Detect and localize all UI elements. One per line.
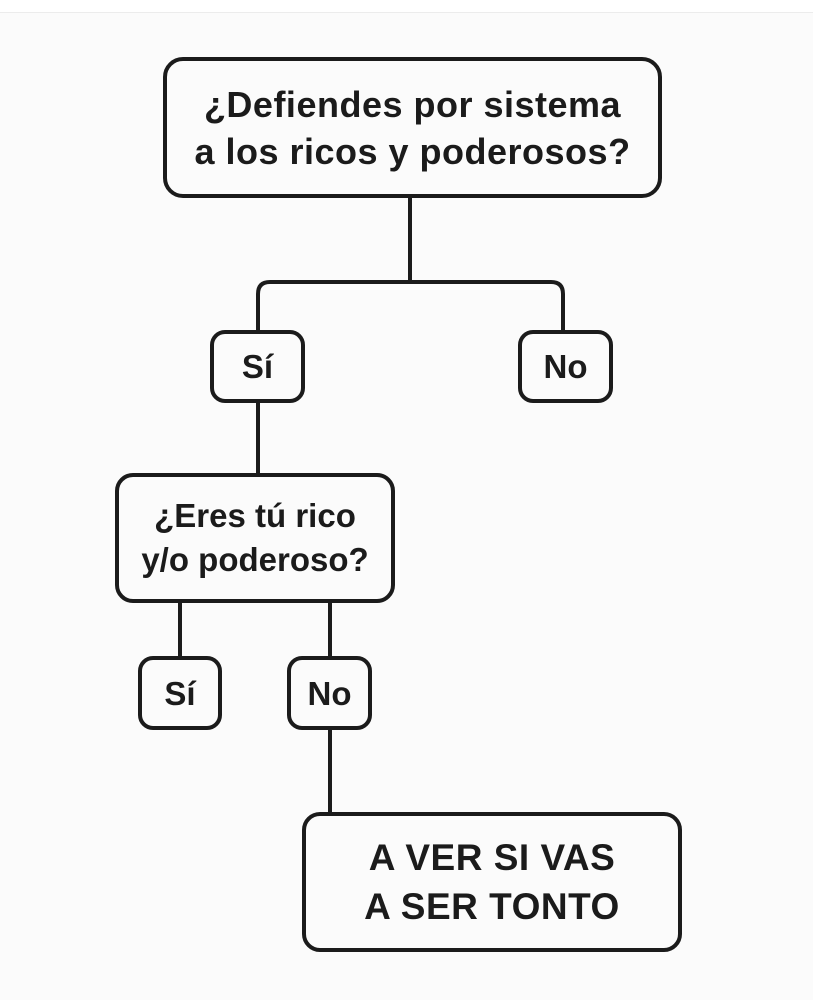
answer-second-yes-label: Sí [164, 674, 196, 712]
question-second-line2: y/o poderoso? [141, 541, 369, 578]
question-second-line1: ¿Eres tú rico [154, 497, 356, 534]
answer-root-no: No [518, 330, 613, 403]
answer-second-no-label: No [307, 674, 352, 712]
connector-root-branch [256, 280, 565, 332]
answer-second-yes: Sí [138, 656, 222, 730]
result-box: A VER SI VAS A SER TONTO [302, 812, 682, 952]
question-root: ¿Defiendes por sistema a los ricos y pod… [163, 57, 662, 198]
top-edge-line [0, 0, 813, 13]
answer-root-yes: Sí [210, 330, 305, 403]
answer-root-no-label: No [543, 348, 588, 385]
answer-root-yes-label: Sí [241, 348, 274, 385]
question-root-line1: ¿Defiendes por sistema [203, 83, 622, 125]
question-second: ¿Eres tú rico y/o poderoso? [115, 473, 395, 603]
question-root-line2: a los ricos y poderosos? [194, 130, 631, 172]
answer-second-no: No [287, 656, 372, 730]
result-line1: A VER SI VAS [368, 837, 616, 878]
result-line2: A SER TONTO [364, 886, 620, 927]
